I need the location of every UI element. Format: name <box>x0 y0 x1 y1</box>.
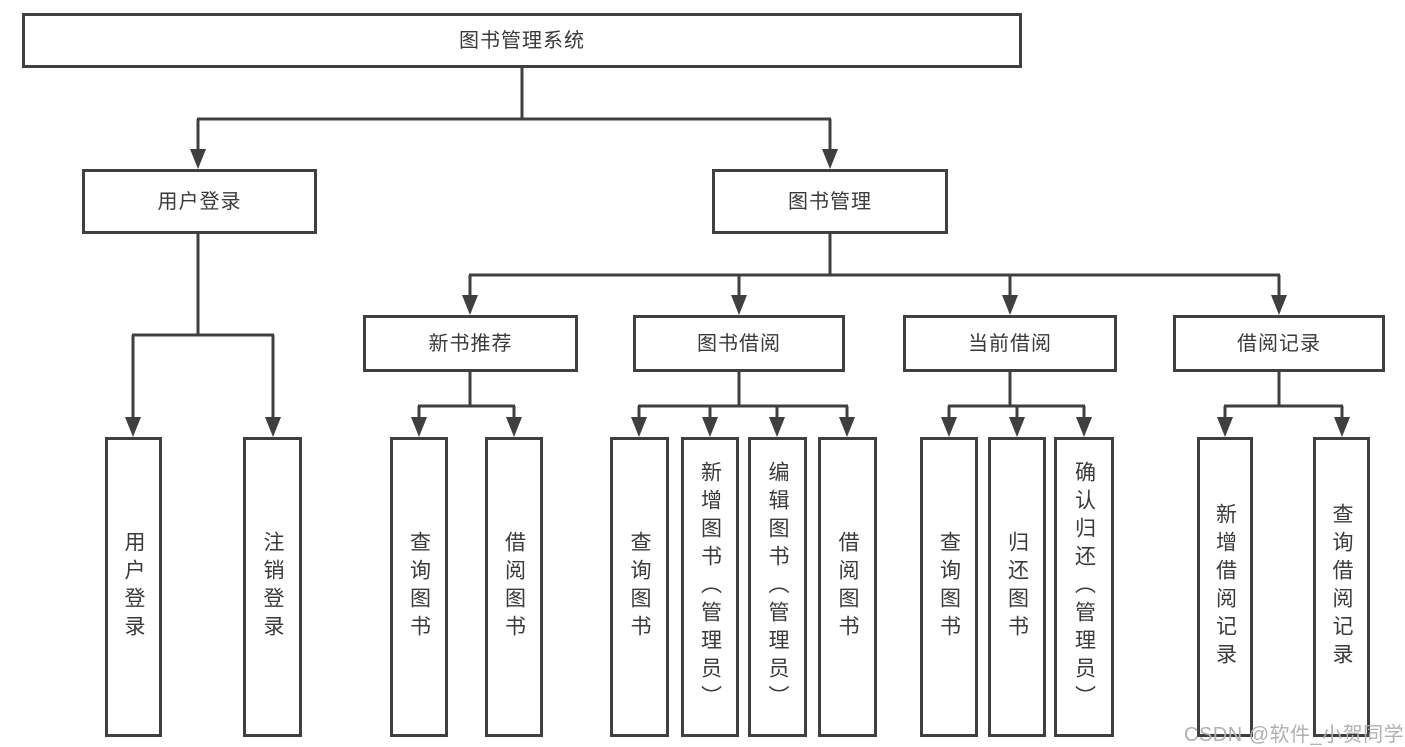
leaf-newbook-query-books: 查询图书 <box>390 437 448 737</box>
node-book-borrowing: 图书借阅 <box>633 315 845 372</box>
node-root: 图书管理系统 <box>22 13 1022 68</box>
leaf-logout: 注销登录 <box>243 437 302 737</box>
leaf-current-confirm-return-admin: 确认归还（管理员） <box>1054 437 1114 737</box>
leaf-borrow-borrow-books: 借阅图书 <box>818 437 877 737</box>
node-user-login: 用户登录 <box>82 169 317 234</box>
node-current-borrowing: 当前借阅 <box>903 315 1117 372</box>
leaf-borrow-edit-books-admin: 编辑图书（管理员） <box>748 437 807 737</box>
leaf-newbook-borrow-books: 借阅图书 <box>485 437 543 737</box>
leaf-current-return-books: 归还图书 <box>988 437 1046 737</box>
node-book-management: 图书管理 <box>712 169 948 234</box>
leaf-current-query-books: 查询图书 <box>920 437 978 737</box>
csdn-watermark: CSDN @软件_小贺同学 <box>1184 724 1405 746</box>
leaf-user-login: 用户登录 <box>105 437 162 737</box>
leaf-records-query-record: 查询借阅记录 <box>1313 437 1370 737</box>
leaf-borrow-query-books: 查询图书 <box>610 437 669 737</box>
node-new-book-recommendation: 新书推荐 <box>363 315 578 372</box>
node-borrowing-records: 借阅记录 <box>1173 315 1385 372</box>
leaf-borrow-add-books-admin: 新增图书（管理员） <box>681 437 739 737</box>
leaf-records-add-record: 新增借阅记录 <box>1197 437 1253 737</box>
